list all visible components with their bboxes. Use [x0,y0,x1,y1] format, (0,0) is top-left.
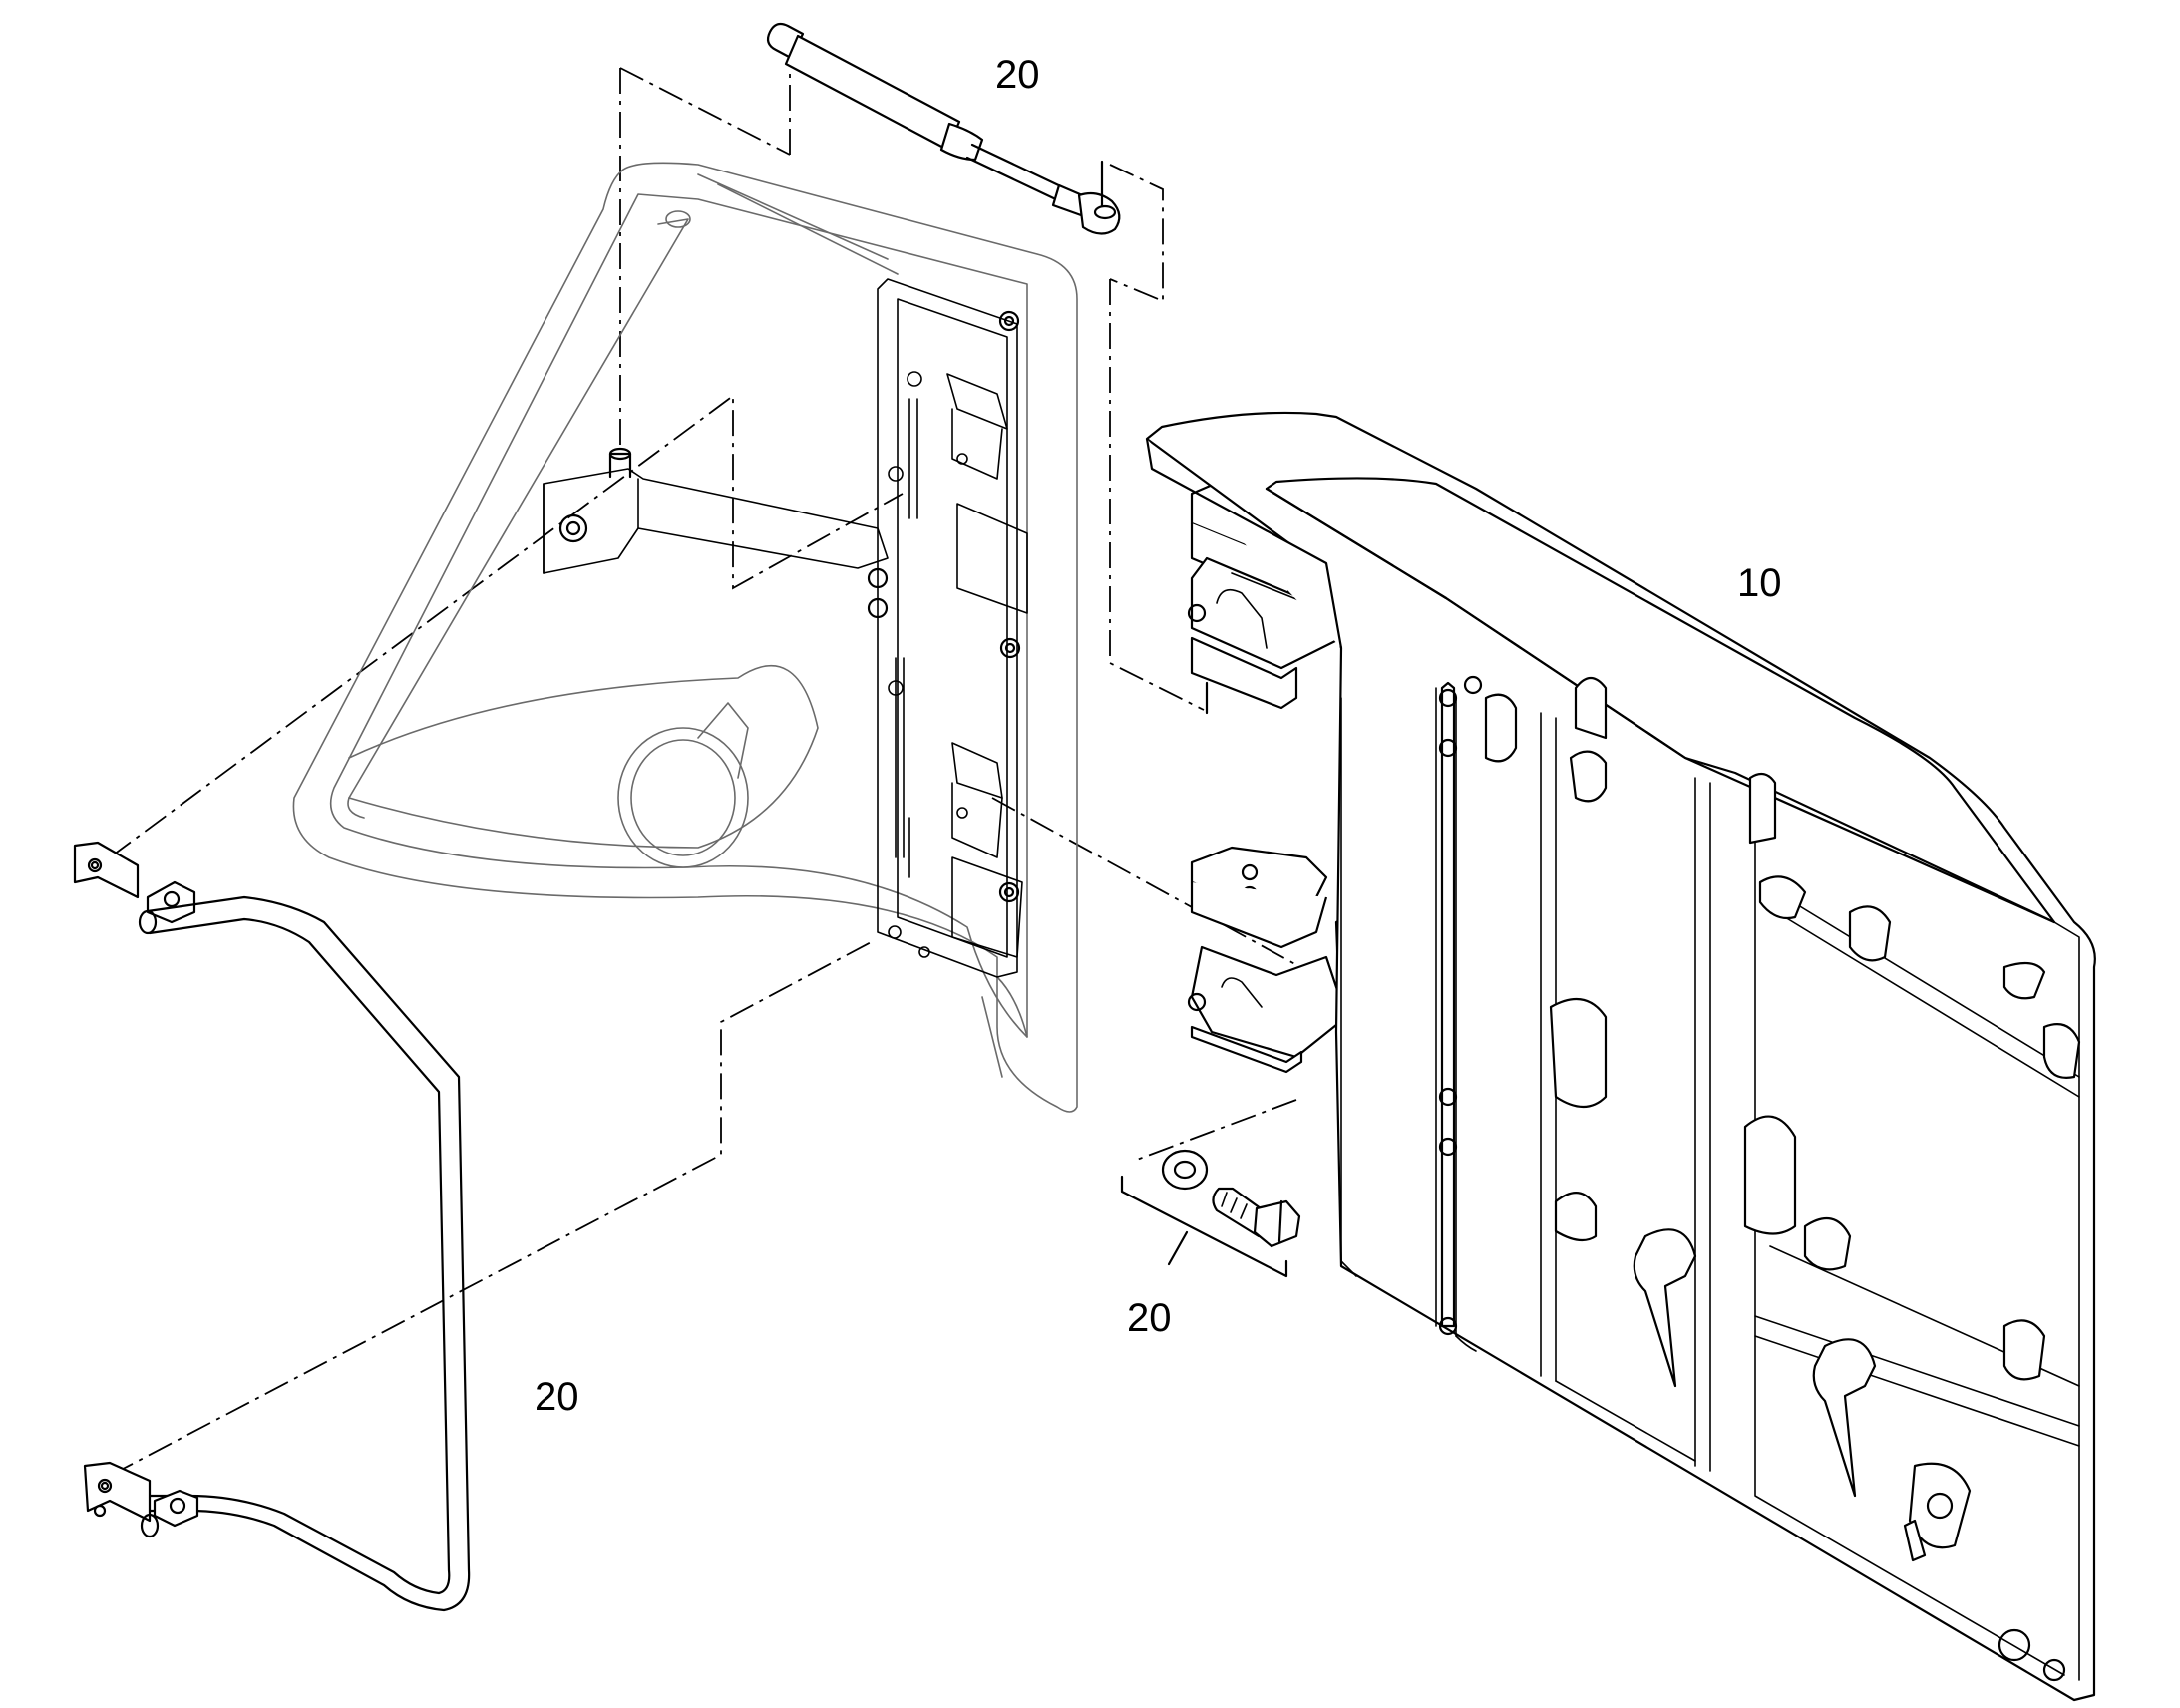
gas-strut [766,22,1121,235]
callout-handle: 20 [535,1375,579,1419]
bolt-kit-bracket [1120,1175,1288,1278]
back-panel [1145,411,2096,1702]
callout-panel: 10 [1737,561,1782,605]
bolt [1212,1187,1301,1248]
handle-bar [73,841,471,1612]
washer [1161,1149,1209,1191]
assembly-lines [109,67,1352,1477]
mirror-mount-bracket [543,278,1028,978]
callout-bolt-kit: 20 [1127,1296,1172,1340]
callout-gas-strut: 20 [995,53,1040,97]
latch-lower [1187,846,1348,1074]
mirror-housing [292,162,1078,1113]
